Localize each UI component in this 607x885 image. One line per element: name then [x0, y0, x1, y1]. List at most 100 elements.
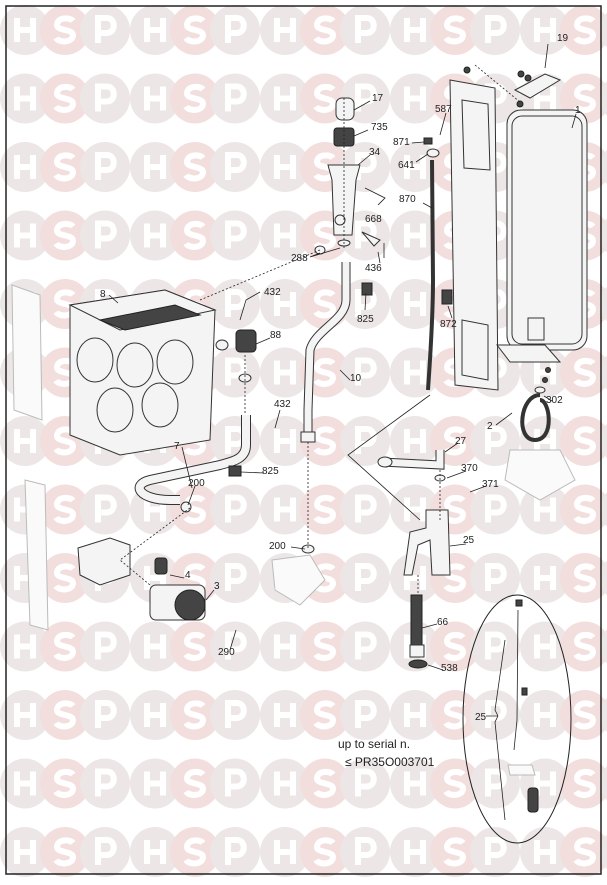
- watermark-glyph-h: [534, 840, 556, 864]
- watermark-glyph-s: [53, 357, 77, 387]
- watermark-glyph-s: [313, 494, 337, 524]
- watermark-glyph-p: [225, 768, 247, 797]
- label-25[interactable]: 25: [463, 535, 475, 546]
- label-288[interactable]: 288: [291, 253, 308, 264]
- label-641[interactable]: 641: [398, 160, 415, 171]
- watermark-glyph-h: [534, 18, 556, 42]
- label-7[interactable]: 7: [174, 441, 180, 452]
- label-870[interactable]: 870: [399, 194, 416, 205]
- watermark-glyph-p: [485, 426, 507, 454]
- watermark-glyph-p: [95, 768, 117, 797]
- label-371[interactable]: 371: [482, 479, 499, 490]
- label-290[interactable]: 290: [218, 647, 235, 658]
- back-frame: [449, 79, 499, 391]
- label-3[interactable]: 3: [214, 581, 220, 592]
- frame-border: [5, 5, 602, 875]
- watermark-glyph-s: [183, 494, 207, 524]
- watermark-glyph-s: [443, 768, 467, 798]
- watermark-glyph-s: [573, 563, 597, 593]
- label-436[interactable]: 436: [365, 263, 382, 274]
- watermark-circle: [600, 492, 607, 527]
- watermark-glyph-p: [95, 15, 117, 43]
- watermark-glyph-s: [443, 494, 467, 524]
- bracket-19: [463, 66, 562, 108]
- pipe-7: [134, 415, 251, 513]
- label-538[interactable]: 538: [441, 663, 458, 674]
- label-370[interactable]: 370: [461, 463, 478, 474]
- label-432-mid[interactable]: 432: [274, 399, 291, 410]
- watermark-glyph-h: [404, 771, 426, 796]
- label-4[interactable]: 4: [185, 570, 191, 581]
- watermark-glyph-p: [225, 837, 247, 865]
- watermark-glyph-p: [95, 631, 117, 660]
- label-66[interactable]: 66: [437, 617, 449, 628]
- watermark-glyph-p: [355, 83, 377, 112]
- label-88[interactable]: 88: [270, 330, 282, 341]
- label-1[interactable]: 1: [575, 105, 581, 116]
- watermark-glyph-p: [485, 83, 507, 112]
- pump-3: [149, 557, 206, 621]
- label-19[interactable]: 19: [557, 33, 569, 44]
- label-825-mid[interactable]: 825: [262, 466, 279, 477]
- watermark-glyph-s: [183, 837, 207, 867]
- part-labels: 19 17 735 587 1 871 34 641 870 668 288 4…: [100, 33, 581, 723]
- clip-436: [361, 231, 381, 247]
- watermark-glyph-p: [225, 631, 247, 660]
- watermark-glyph-p: [225, 563, 247, 591]
- watermark-glyph-h: [404, 86, 426, 111]
- label-2[interactable]: 2: [487, 421, 493, 432]
- label-668[interactable]: 668: [365, 214, 382, 225]
- serial-note-line2: ≤ PR35O003701: [345, 755, 435, 769]
- watermark-circle: [600, 766, 607, 801]
- watermark-glyph-s: [573, 768, 597, 798]
- watermark-glyph-h: [404, 360, 426, 385]
- label-25-inset[interactable]: 25: [475, 712, 487, 723]
- inset-ellipse: [462, 594, 572, 844]
- label-27[interactable]: 27: [455, 436, 467, 447]
- watermark-glyph-s: [313, 220, 337, 250]
- watermark-glyph-s: [53, 15, 77, 45]
- label-432-top[interactable]: 432: [264, 287, 281, 298]
- label-17[interactable]: 17: [372, 93, 384, 104]
- watermark-glyph-h: [14, 634, 36, 659]
- label-8[interactable]: 8: [100, 289, 106, 300]
- label-825-top[interactable]: 825: [357, 314, 374, 325]
- serial-note-line1: up to serial n.: [338, 737, 410, 751]
- watermark-glyph-p: [485, 15, 507, 43]
- watermark-glyph-s: [53, 563, 77, 593]
- watermark-glyph-p: [485, 631, 507, 660]
- watermark-glyph-h: [404, 497, 426, 522]
- watermark-glyph-p: [485, 563, 507, 591]
- label-200-left[interactable]: 200: [188, 478, 205, 489]
- watermark-glyph-h: [14, 771, 36, 796]
- watermark-glyph-h: [404, 840, 426, 864]
- label-34[interactable]: 34: [369, 147, 381, 158]
- watermark-glyph-p: [225, 494, 247, 523]
- clip-825-top: [361, 282, 373, 296]
- label-587[interactable]: 587: [435, 104, 452, 115]
- label-872[interactable]: 872: [440, 319, 457, 330]
- watermark-glyph-h: [404, 703, 426, 727]
- watermark-glyph-s: [53, 700, 77, 730]
- watermark-glyph-h: [404, 292, 426, 316]
- label-200-bottom[interactable]: 200: [269, 541, 286, 552]
- watermark-glyph-s: [53, 631, 77, 661]
- watermark-glyph-p: [485, 220, 507, 249]
- label-302[interactable]: 302: [546, 395, 563, 406]
- watermark-glyph-h: [144, 840, 166, 864]
- label-735[interactable]: 735: [371, 122, 388, 133]
- label-10[interactable]: 10: [350, 373, 362, 384]
- watermark-glyph-s: [573, 357, 597, 387]
- watermark-glyph-s: [313, 289, 337, 319]
- clip-872: [441, 289, 453, 305]
- label-871[interactable]: 871: [393, 137, 410, 148]
- watermark-glyph-s: [313, 563, 337, 593]
- mounting-plate: [495, 344, 562, 383]
- watermark-glyph-s: [573, 837, 597, 867]
- watermark-glyph-h: [404, 223, 426, 248]
- watermark-glyph-h: [534, 634, 556, 659]
- watermark-glyph-p: [355, 631, 377, 660]
- watermark-glyph-s: [53, 494, 77, 524]
